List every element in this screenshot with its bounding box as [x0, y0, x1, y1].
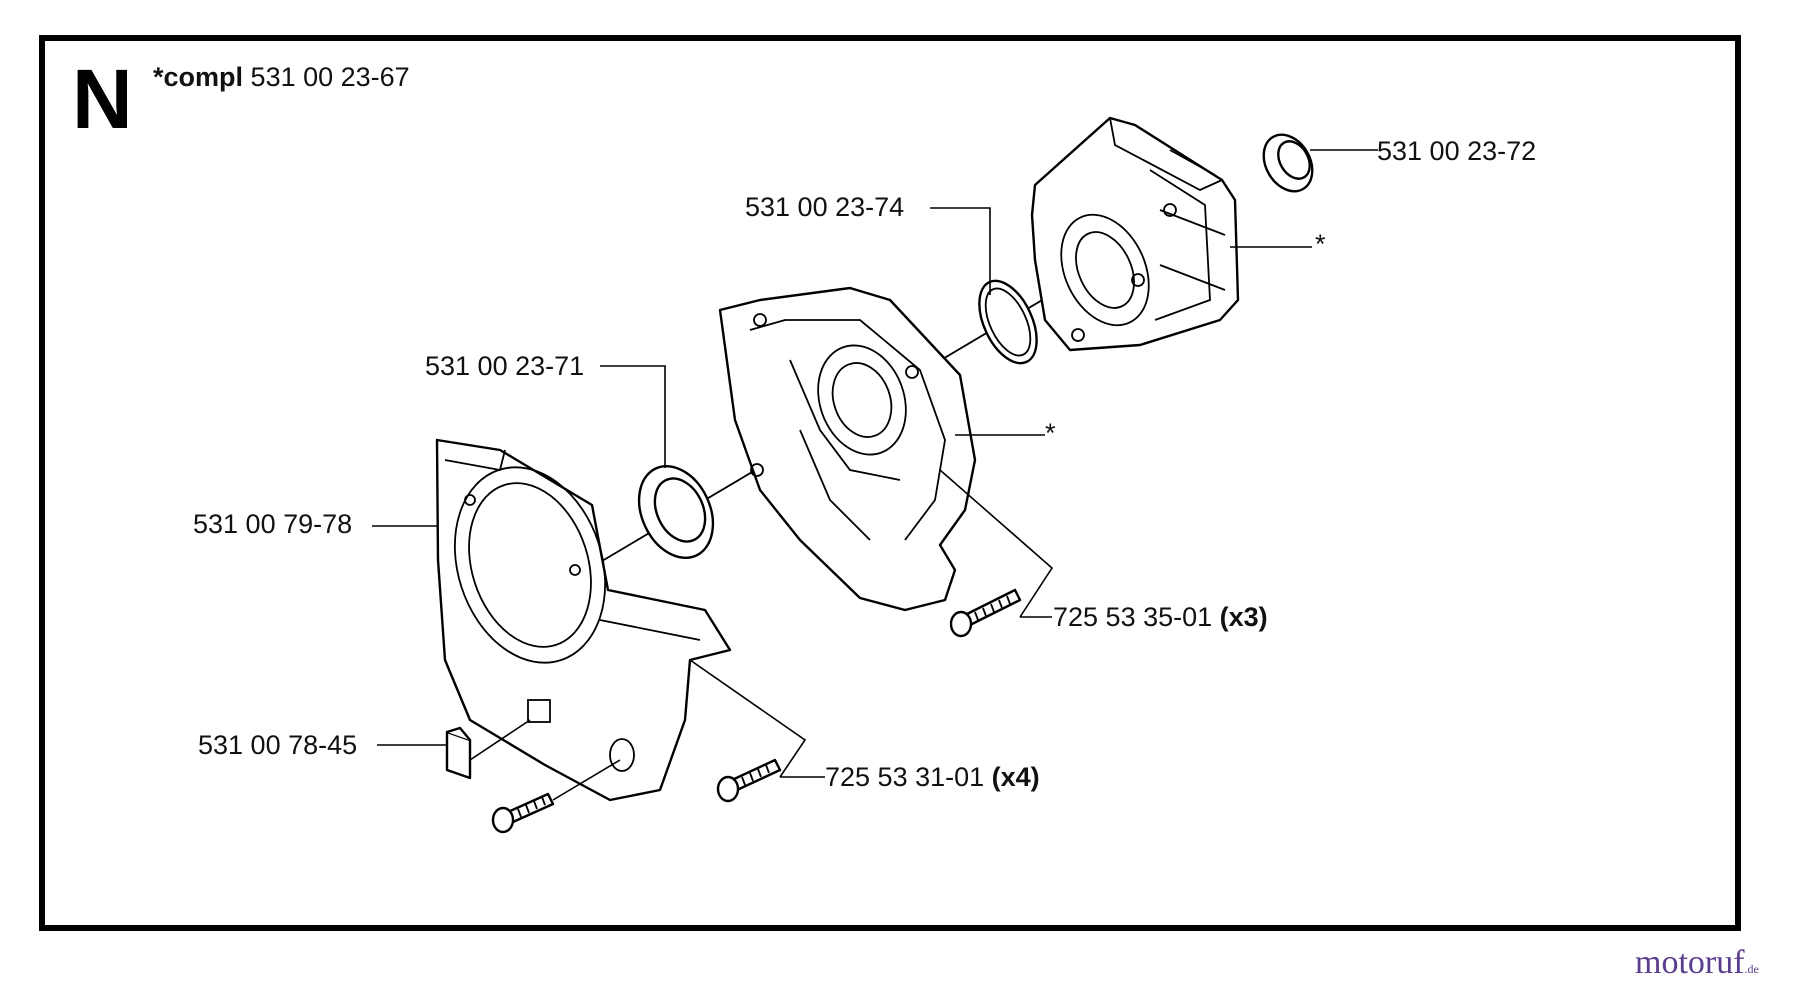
label-531-00-23-74: 531 00 23-74 — [745, 192, 904, 222]
label-725-53-31-01-number: 725 53 31-01 — [825, 762, 984, 792]
section-letter: N — [72, 52, 133, 146]
screw-725-53-35-01 — [949, 588, 1022, 638]
label-725-53-31-01: 725 53 31-01 (x4) — [825, 762, 1040, 792]
watermark-suffix: .de — [1745, 962, 1759, 976]
oil-seal-center — [637, 464, 715, 560]
diagram-frame — [39, 35, 1741, 931]
leader-531-00-78-45-b — [469, 719, 531, 761]
label-531-00-78-45: 531 00 78-45 — [198, 730, 357, 760]
label-star-a: * — [1315, 229, 1326, 259]
oil-seal-top — [1262, 133, 1314, 193]
label-725-53-35-01-number: 725 53 35-01 — [1053, 602, 1212, 632]
label-531-00-23-71: 531 00 23-71 — [425, 351, 584, 381]
label-725-53-31-01-qty: (x4) — [992, 762, 1040, 792]
crankcase-cover-left — [435, 438, 732, 802]
leader-725-53-31-01-c — [552, 759, 621, 801]
label-star-b: * — [1045, 418, 1056, 448]
screw-725-53-31-01-a — [716, 758, 782, 803]
watermark-logo: motoruf.de — [1635, 944, 1759, 981]
label-725-53-35-01-qty: (x3) — [1220, 602, 1268, 632]
assembly-prefix: *compl — [153, 62, 243, 92]
leader-725-53-35-01-b — [939, 469, 1054, 618]
leader-531-00-23-71 — [600, 365, 666, 468]
screw-725-53-31-01-b — [491, 792, 555, 834]
crankcase-half-center — [718, 286, 977, 612]
label-531-00-23-72: 531 00 23-72 — [1377, 136, 1536, 166]
assembly-number: *compl 531 00 23-67 — [153, 62, 410, 92]
label-725-53-35-01: 725 53 35-01 (x3) — [1053, 602, 1268, 632]
leader-531-00-23-74 — [930, 207, 991, 295]
watermark-text: motoruf — [1635, 944, 1745, 981]
crankcase-half-right — [1030, 116, 1240, 352]
leader-725-53-31-01-b — [689, 659, 807, 778]
circlip — [978, 279, 1038, 365]
assembly-part-number: 531 00 23-67 — [251, 62, 410, 92]
label-531-00-79-78: 531 00 79-78 — [193, 509, 352, 539]
small-clip — [445, 726, 472, 780]
